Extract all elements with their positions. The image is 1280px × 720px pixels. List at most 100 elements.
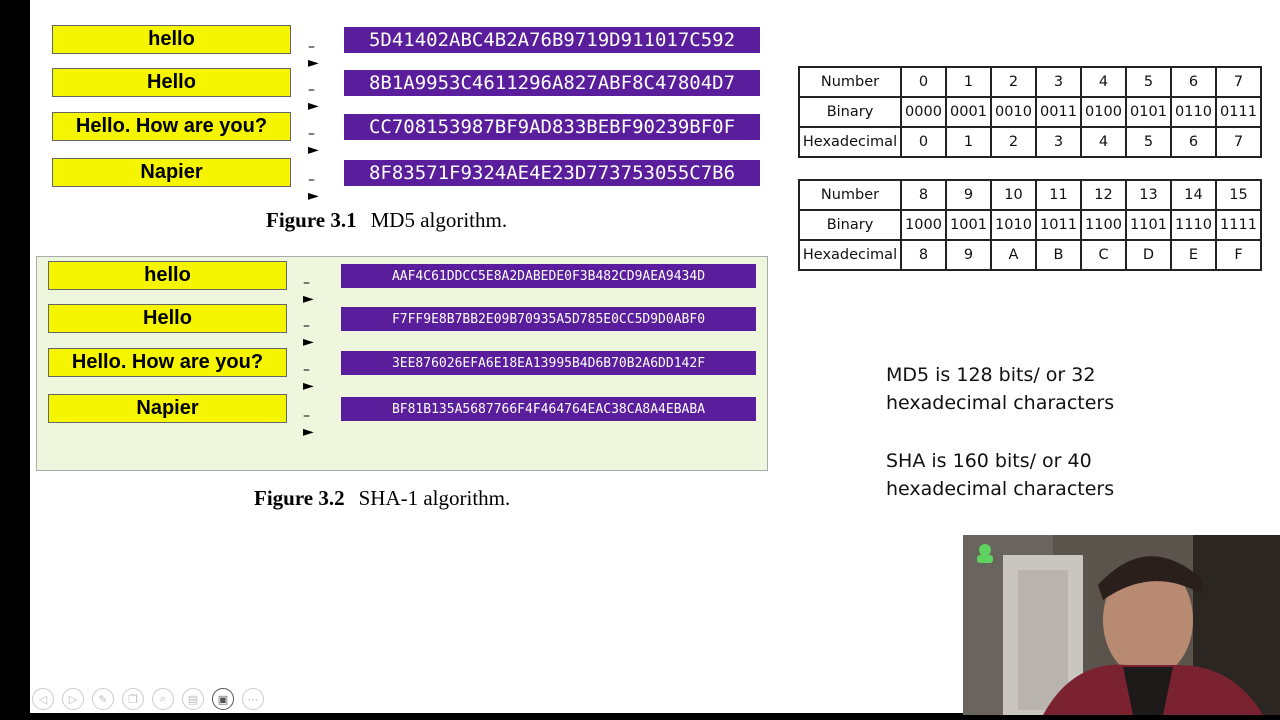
table-cell: 8 (900, 239, 947, 271)
table-cell: 6 (1170, 126, 1217, 158)
table-cell: 0001 (945, 96, 992, 128)
arrow-icon: – ► (308, 82, 319, 114)
table-cell: 2 (990, 66, 1037, 98)
sha1-input-box: Hello. How are you? (48, 348, 287, 377)
table-cell: 0000 (900, 96, 947, 128)
sha1-input-box: Hello (48, 304, 287, 333)
table-cell: B (1035, 239, 1082, 271)
pen-icon[interactable]: ✎ (92, 688, 114, 710)
table-cell: 7 (1215, 66, 1262, 98)
figure-number: Figure 3.1 (266, 208, 357, 232)
md5-hash-box: 8F83571F9324AE4E23D773753055C7B6 (344, 160, 760, 186)
table-cell: 8 (900, 179, 947, 211)
sha1-hash-box: F7FF9E8B7BB2E09B70935A5D785E0CC5D9D0ABF0 (341, 307, 756, 331)
presentation-toolbar: ◁ ▷ ✎ ❐ ⌕ ▤ ▣ ⋯ (32, 688, 264, 710)
table-cell: 1110 (1170, 209, 1217, 241)
table-cell: 0010 (990, 96, 1037, 128)
arrow-icon: – ► (303, 362, 314, 394)
table-row-header: Number (798, 179, 902, 211)
prev-icon[interactable]: ◁ (32, 688, 54, 710)
table-cell: 12 (1080, 179, 1127, 211)
table-cell: 3 (1035, 126, 1082, 158)
md5-input-box: Hello (52, 68, 291, 97)
md5-note-line1: MD5 is 128 bits/ or 32 (886, 364, 1096, 386)
md5-hash-box: CC708153987BF9AD833BEBF90239BF0F (344, 114, 760, 140)
table-cell: 3 (1035, 66, 1082, 98)
table-cell: 0101 (1125, 96, 1172, 128)
table-cell: 1 (945, 66, 992, 98)
table-cell: 14 (1170, 179, 1217, 211)
table-row-header: Hexadecimal (798, 126, 902, 158)
sha-note-line1: SHA is 160 bits/ or 40 (886, 450, 1092, 472)
md5-input-box: Napier (52, 158, 291, 187)
sha1-input-box: hello (48, 261, 287, 290)
table-cell: 6 (1170, 66, 1217, 98)
table-row-header: Binary (798, 209, 902, 241)
table-cell: 4 (1080, 126, 1127, 158)
table-row-header: Binary (798, 96, 902, 128)
table-cell: 0 (900, 66, 947, 98)
next-icon[interactable]: ▷ (62, 688, 84, 710)
camera-icon[interactable]: ▣ (212, 688, 234, 710)
table-cell: E (1170, 239, 1217, 271)
table-cell: 1010 (990, 209, 1037, 241)
table-cell: F (1215, 239, 1262, 271)
copy-icon[interactable]: ❐ (122, 688, 144, 710)
md5-hash-box: 5D41402ABC4B2A76B9719D911017C592 (344, 27, 760, 53)
table-cell: 0 (900, 126, 947, 158)
table-cell: 1101 (1125, 209, 1172, 241)
more-icon[interactable]: ⋯ (242, 688, 264, 710)
table-row-header: Number (798, 66, 902, 98)
table-cell: 0011 (1035, 96, 1082, 128)
table-cell: C (1080, 239, 1127, 271)
sha1-input-box: Napier (48, 394, 287, 423)
md5-note: MD5 is 128 bits/ or 32 hexadecimal chara… (886, 361, 1114, 417)
table-cell: 11 (1035, 179, 1082, 211)
table-cell: 1001 (945, 209, 992, 241)
sha1-hash-box: AAF4C61DDCC5E8A2DABEDE0F3B482CD9AEA9434D (341, 264, 756, 288)
arrow-icon: – ► (308, 39, 319, 71)
arrow-icon: – ► (303, 408, 314, 440)
subtitles-icon[interactable]: ▤ (182, 688, 204, 710)
table-cell: 0100 (1080, 96, 1127, 128)
sha1-hash-box: BF81B135A5687766F4F464764EAC38CA8A4EBABA (341, 397, 756, 421)
md5-input-box: hello (52, 25, 291, 54)
figure-title: MD5 algorithm. (370, 208, 508, 232)
hex-table-8-15: Number 8 9 10 11 12 13 14 15 Binary 1000… (798, 179, 1262, 271)
arrow-icon: – ► (308, 172, 319, 204)
table-cell: 0111 (1215, 96, 1262, 128)
table-cell: 9 (945, 179, 992, 211)
table-row-header: Hexadecimal (798, 239, 902, 271)
sha-note: SHA is 160 bits/ or 40 hexadecimal chara… (886, 447, 1114, 503)
md5-figure-caption: Figure 3.1 MD5 algorithm. (266, 208, 507, 233)
webcam-video (963, 535, 1280, 715)
table-cell: 1100 (1080, 209, 1127, 241)
table-cell: 7 (1215, 126, 1262, 158)
table-cell: 13 (1125, 179, 1172, 211)
arrow-icon: – ► (303, 275, 314, 307)
presenter-video-frame (963, 535, 1280, 715)
table-cell: 10 (990, 179, 1037, 211)
table-cell: 9 (945, 239, 992, 271)
zoom-icon[interactable]: ⌕ (152, 688, 174, 710)
figure-title: SHA-1 algorithm. (358, 486, 511, 510)
table-cell: 4 (1080, 66, 1127, 98)
table-cell: 1011 (1035, 209, 1082, 241)
table-cell: 15 (1215, 179, 1262, 211)
arrow-icon: – ► (308, 126, 319, 158)
slide-canvas: hello – ► 5D41402ABC4B2A76B9719D911017C5… (30, 0, 1280, 713)
table-cell: 0110 (1170, 96, 1217, 128)
table-cell: 2 (990, 126, 1037, 158)
table-cell: A (990, 239, 1037, 271)
sha1-figure-caption: Figure 3.2 SHA-1 algorithm. (254, 486, 510, 511)
hex-table-0-7: Number 0 1 2 3 4 5 6 7 Binary 0000 0001 … (798, 66, 1262, 158)
arrow-icon: – ► (303, 318, 314, 350)
md5-input-box: Hello. How are you? (52, 112, 291, 141)
table-cell: 5 (1125, 126, 1172, 158)
sha1-hash-box: 3EE876026EFA6E18EA13995B4D6B70B2A6DD142F (341, 351, 756, 375)
table-cell: 5 (1125, 66, 1172, 98)
table-cell: 1 (945, 126, 992, 158)
sha-note-line2: hexadecimal characters (886, 478, 1115, 500)
md5-note-line2: hexadecimal characters (886, 392, 1115, 414)
figure-number: Figure 3.2 (254, 486, 345, 510)
